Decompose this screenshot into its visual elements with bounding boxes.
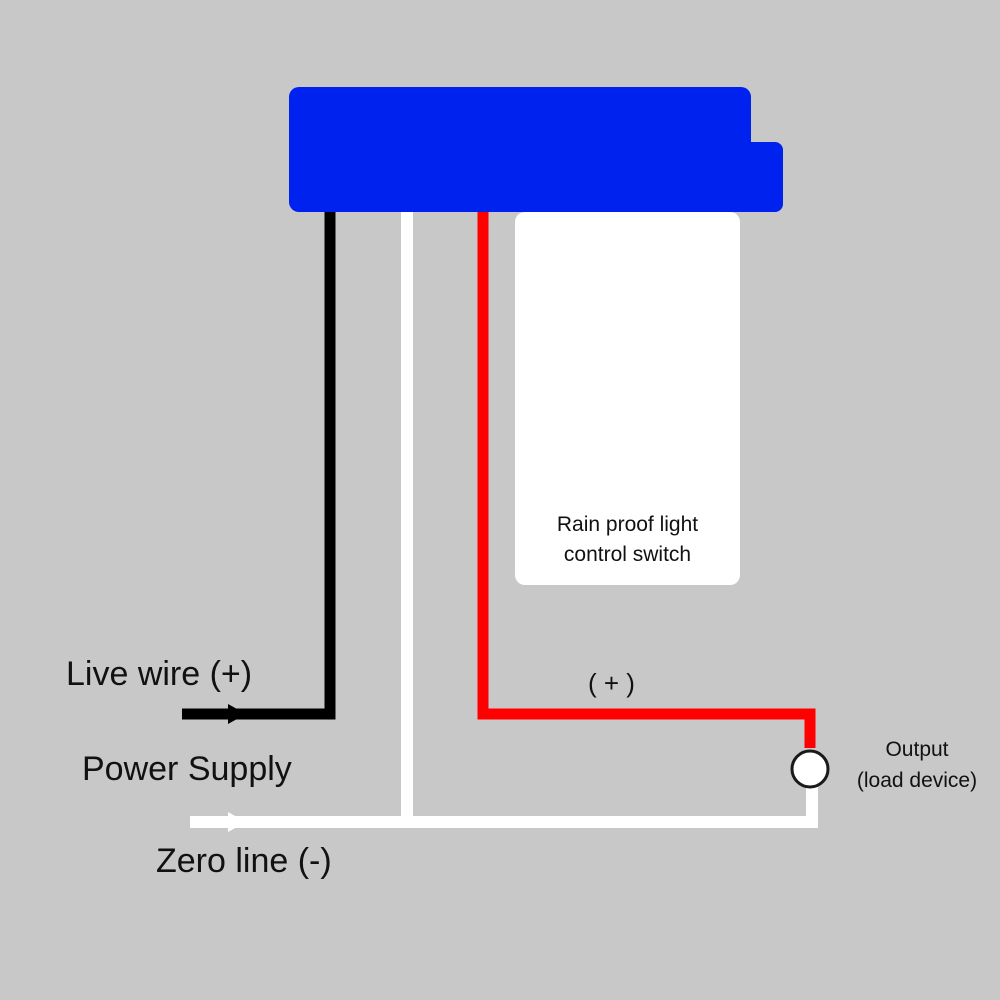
output-label-line2: (load device)	[856, 769, 978, 792]
zero-wire-horizontal	[190, 780, 818, 828]
zero-arrow-icon	[228, 812, 246, 832]
power-supply-label: Power Supply	[82, 750, 292, 788]
sensor-head	[289, 87, 783, 212]
switch-label-line2: control switch	[563, 543, 692, 566]
switch-label-line1: Rain proof light	[556, 513, 699, 536]
zero-line-label: Zero line (-)	[156, 842, 332, 880]
live-arrow-icon	[228, 704, 246, 724]
output-wire	[477, 205, 816, 748]
output-label-line1: Output	[885, 738, 949, 761]
live-wire-label: Live wire (+)	[66, 655, 253, 693]
load-device-circle	[790, 749, 830, 789]
sensor-head-main	[289, 87, 751, 212]
live-wire	[182, 205, 336, 720]
switch-label: Rain proof light control switch	[515, 510, 740, 570]
switch-body	[515, 212, 740, 585]
output-polarity-label: ( + )	[588, 668, 635, 698]
output-label: Output (load device)	[842, 734, 992, 796]
